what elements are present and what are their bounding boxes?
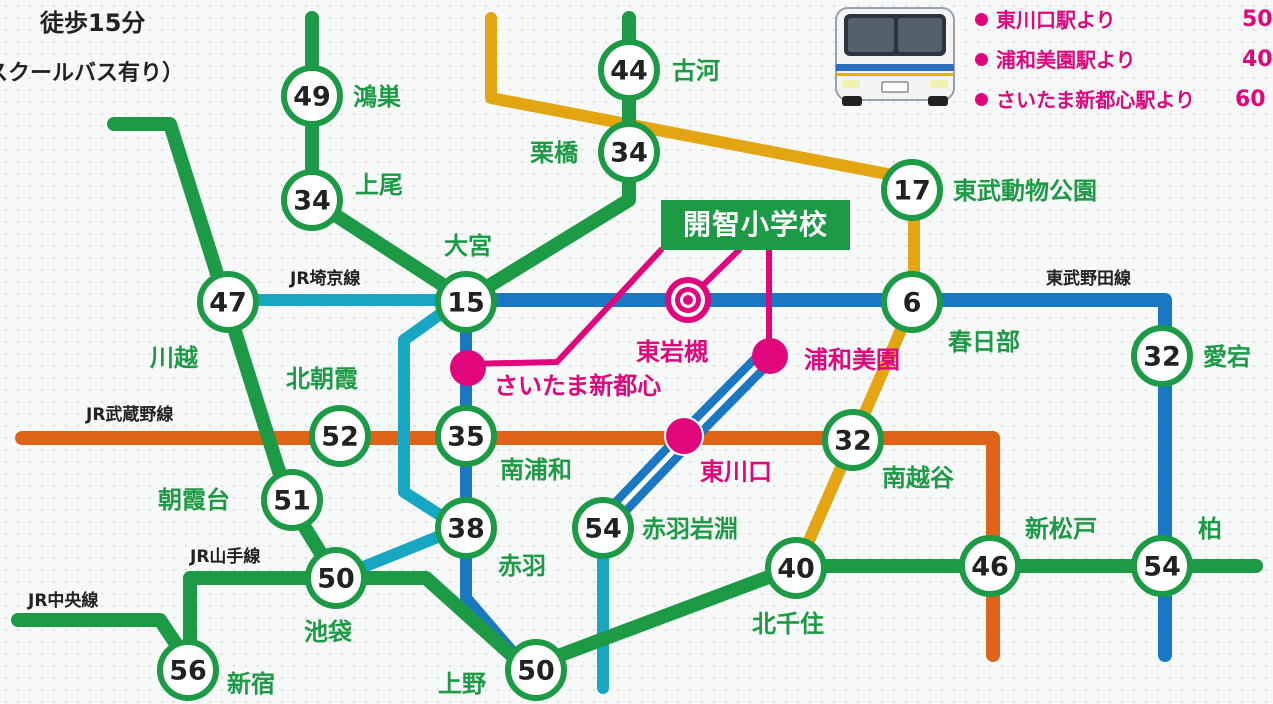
station-name-omiya: 大宮 bbox=[444, 232, 492, 260]
minutes-koga: 44 bbox=[610, 56, 648, 87]
bus-route-shintoshin bbox=[463, 247, 664, 367]
station-marker-konosu bbox=[281, 65, 343, 127]
bus-access-item: さいたま新都心駅より 60 bbox=[975, 84, 1266, 124]
line-label-yamanote: JR山手線 bbox=[189, 546, 260, 567]
station-name-kurihashi: 栗橋 bbox=[530, 139, 579, 167]
station-name-higashikawaguchi: 東川口 bbox=[700, 458, 772, 486]
station-marker-atago bbox=[1131, 325, 1193, 387]
station-name-kawagoe: 川越 bbox=[150, 344, 199, 372]
station-name-kasukabe: 春日部 bbox=[948, 328, 1020, 356]
minutes-kurihashi: 34 bbox=[610, 138, 648, 169]
station-marker-ueno bbox=[505, 639, 567, 701]
station-marker-shinjuku bbox=[157, 639, 219, 701]
station-name-asakadai: 朝霞台 bbox=[158, 486, 230, 514]
station-name-ikebukuro: 池袋 bbox=[304, 618, 353, 646]
minutes-kasukabe: 6 bbox=[903, 288, 922, 319]
bus-access-minutes: 50 bbox=[1242, 7, 1273, 32]
saitamashintoshin-marker bbox=[450, 350, 486, 386]
line-label-musashino: JR武蔵野線 bbox=[85, 404, 173, 425]
station-name-ageo: 上尾 bbox=[355, 171, 403, 199]
station-name-koga: 古河 bbox=[672, 57, 720, 85]
urawamisono-marker bbox=[752, 338, 788, 374]
station-name-shinmatsudo: 新松戸 bbox=[1025, 515, 1097, 543]
bus-access-item: 浦和美園駅より 40 bbox=[975, 44, 1273, 84]
minutes-minamikoshigaya: 32 bbox=[834, 426, 872, 457]
minutes-asakadai: 51 bbox=[273, 486, 311, 517]
minutes-shinmatsudo: 46 bbox=[971, 552, 1009, 583]
station-marker-kurihashi bbox=[598, 121, 660, 183]
station-name-urawamisono: 浦和美園 bbox=[804, 346, 900, 374]
bullet-dot-icon bbox=[975, 93, 988, 106]
station-marker-koga bbox=[598, 39, 660, 101]
station-name-kitasenju: 北千住 bbox=[752, 610, 824, 638]
minutes-akabane: 38 bbox=[447, 514, 485, 545]
line-label-saikyo: JR埼京線 bbox=[289, 268, 360, 289]
station-marker-kitaasaka bbox=[309, 405, 371, 467]
station-marker-kasukabe bbox=[881, 271, 943, 333]
station-marker-minamikoshigaya bbox=[822, 409, 884, 471]
tobu-tojo-line bbox=[107, 117, 1263, 675]
station-marker-akabane bbox=[435, 497, 497, 559]
station-name-kitaasaka: 北朝霞 bbox=[286, 365, 359, 393]
school-label-box: 開智小学校 bbox=[661, 200, 850, 250]
station-name-akabane: 赤羽 bbox=[498, 552, 546, 580]
station-name-higashiiwatsuki: 東岩槻 bbox=[636, 338, 708, 366]
bus-access-list: 東川口駅より 50 浦和美園駅より 40 さいたま新都心駅より 60 bbox=[975, 4, 1273, 124]
minutes-kitasenju: 40 bbox=[777, 554, 815, 585]
school-bus-image bbox=[835, 7, 955, 106]
station-name-ueno: 上野 bbox=[438, 670, 486, 698]
station-marker-asakadai bbox=[261, 469, 323, 531]
minutes-akabaneiwabuchi: 54 bbox=[584, 514, 622, 545]
minutes-minamiurawa: 35 bbox=[447, 422, 485, 453]
bus-access-minutes: 40 bbox=[1242, 47, 1273, 72]
minutes-kashiwa: 54 bbox=[1143, 552, 1181, 583]
bullet-dot-icon bbox=[975, 53, 988, 66]
station-name-akabaneiwabuchi: 赤羽岩淵 bbox=[642, 515, 738, 543]
takasaki-line bbox=[305, 11, 473, 307]
station-marker-ikebukuro bbox=[305, 547, 367, 609]
line-label-chuo: JR中央線 bbox=[27, 590, 98, 611]
station-name-saitamashintoshin: さいたま新都心 bbox=[494, 372, 661, 400]
station-name-konosu: 鴻巣 bbox=[353, 83, 402, 111]
station-marker-ageo bbox=[281, 169, 343, 231]
minutes-ageo: 34 bbox=[293, 186, 331, 217]
station-name-minamiurawa: 南浦和 bbox=[500, 456, 572, 484]
minutes-konosu: 49 bbox=[293, 82, 331, 113]
bus-access-item: 東川口駅より 50 bbox=[975, 4, 1273, 44]
minutes-ueno: 50 bbox=[517, 656, 555, 687]
shuttle-bus-text: スクールバス有り） bbox=[0, 61, 185, 86]
minutes-atago: 32 bbox=[1143, 342, 1181, 373]
bus-access-label: さいたま新都心駅より bbox=[996, 88, 1195, 112]
walk-time-text: 徒歩15分 bbox=[40, 9, 146, 37]
station-marker-tobu-zoo bbox=[881, 159, 943, 221]
station-marker-kashiwa bbox=[1131, 535, 1193, 597]
station-name-atago: 愛宕 bbox=[1203, 343, 1251, 371]
minutes-kitaasaka: 52 bbox=[321, 422, 359, 453]
station-marker-minamiurawa bbox=[435, 405, 497, 467]
station-marker-omiya bbox=[435, 271, 497, 333]
minutes-shinjuku: 56 bbox=[169, 656, 207, 687]
higashiiwatsuki-marker bbox=[665, 277, 711, 323]
station-name-minamikoshigaya: 南越谷 bbox=[882, 464, 955, 492]
minutes-ikebukuro: 50 bbox=[317, 564, 355, 595]
station-name-shinjuku: 新宿 bbox=[227, 670, 275, 698]
station-marker-shinmatsudo bbox=[959, 535, 1021, 597]
higashikawaguchi-marker bbox=[664, 416, 704, 456]
bus-access-label: 浦和美園駅より bbox=[996, 48, 1136, 72]
minutes-kawagoe: 47 bbox=[209, 288, 247, 319]
station-marker-kitasenju bbox=[765, 537, 827, 599]
bus-access-minutes: 60 bbox=[1235, 87, 1266, 112]
station-marker-akabaneiwabuchi bbox=[572, 497, 634, 559]
station-name-tobu-zoo: 東武動物公園 bbox=[953, 177, 1097, 205]
line-label-tobu-noda: 東武野田線 bbox=[1046, 268, 1131, 289]
jr-yamanote-line bbox=[183, 571, 343, 672]
minutes-omiya: 15 bbox=[447, 288, 485, 319]
minutes-tobu-zoo: 17 bbox=[893, 176, 931, 207]
station-name-kashiwa: 柏 bbox=[1198, 515, 1222, 543]
station-marker-kawagoe bbox=[197, 271, 259, 333]
bullet-dot-icon bbox=[975, 13, 988, 26]
bus-access-label: 東川口駅より bbox=[996, 8, 1116, 32]
